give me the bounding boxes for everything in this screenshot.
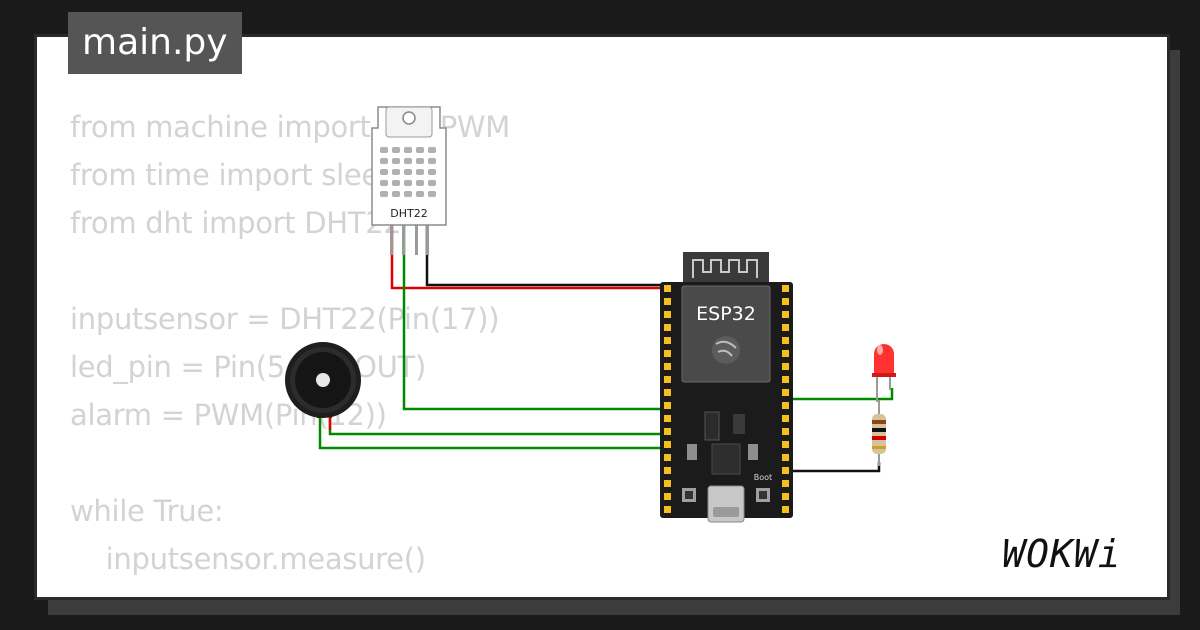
wires — [318, 225, 894, 473]
pin-header-right — [782, 285, 789, 513]
dht22-label: DHT22 — [390, 207, 427, 220]
wire-buzzer-signal[interactable] — [328, 414, 668, 436]
dht22-sensor[interactable]: DHT22 — [371, 106, 447, 255]
wire-buzzer-gnd[interactable] — [318, 414, 668, 450]
esp32-label: ESP32 — [696, 303, 756, 325]
wire-resistor-gnd[interactable] — [786, 462, 881, 473]
pin-header-left — [664, 285, 671, 513]
wokwi-logo: WOKWi — [1002, 532, 1121, 576]
file-tab[interactable]: main.py — [68, 12, 242, 74]
wokwi-logo-text: WOKWi — [1002, 532, 1121, 576]
code-line: while True: — [70, 494, 224, 528]
boot-label: Boot — [754, 473, 772, 482]
code-line: alarm = PWM(Pin(12)) — [70, 398, 387, 432]
wire-dht-data[interactable] — [402, 225, 668, 411]
wire-dht-vcc[interactable] — [390, 225, 668, 290]
resistor[interactable] — [872, 400, 886, 466]
code-line: inputsensor = DHT22(Pin(17)) — [70, 302, 500, 336]
led[interactable] — [872, 344, 896, 402]
esp32-board[interactable]: ESP32 Boot — [660, 252, 793, 523]
code-line: inputsensor.measure() — [70, 542, 426, 576]
wire-dht-gnd[interactable] — [425, 225, 668, 287]
buzzer[interactable] — [285, 342, 361, 418]
